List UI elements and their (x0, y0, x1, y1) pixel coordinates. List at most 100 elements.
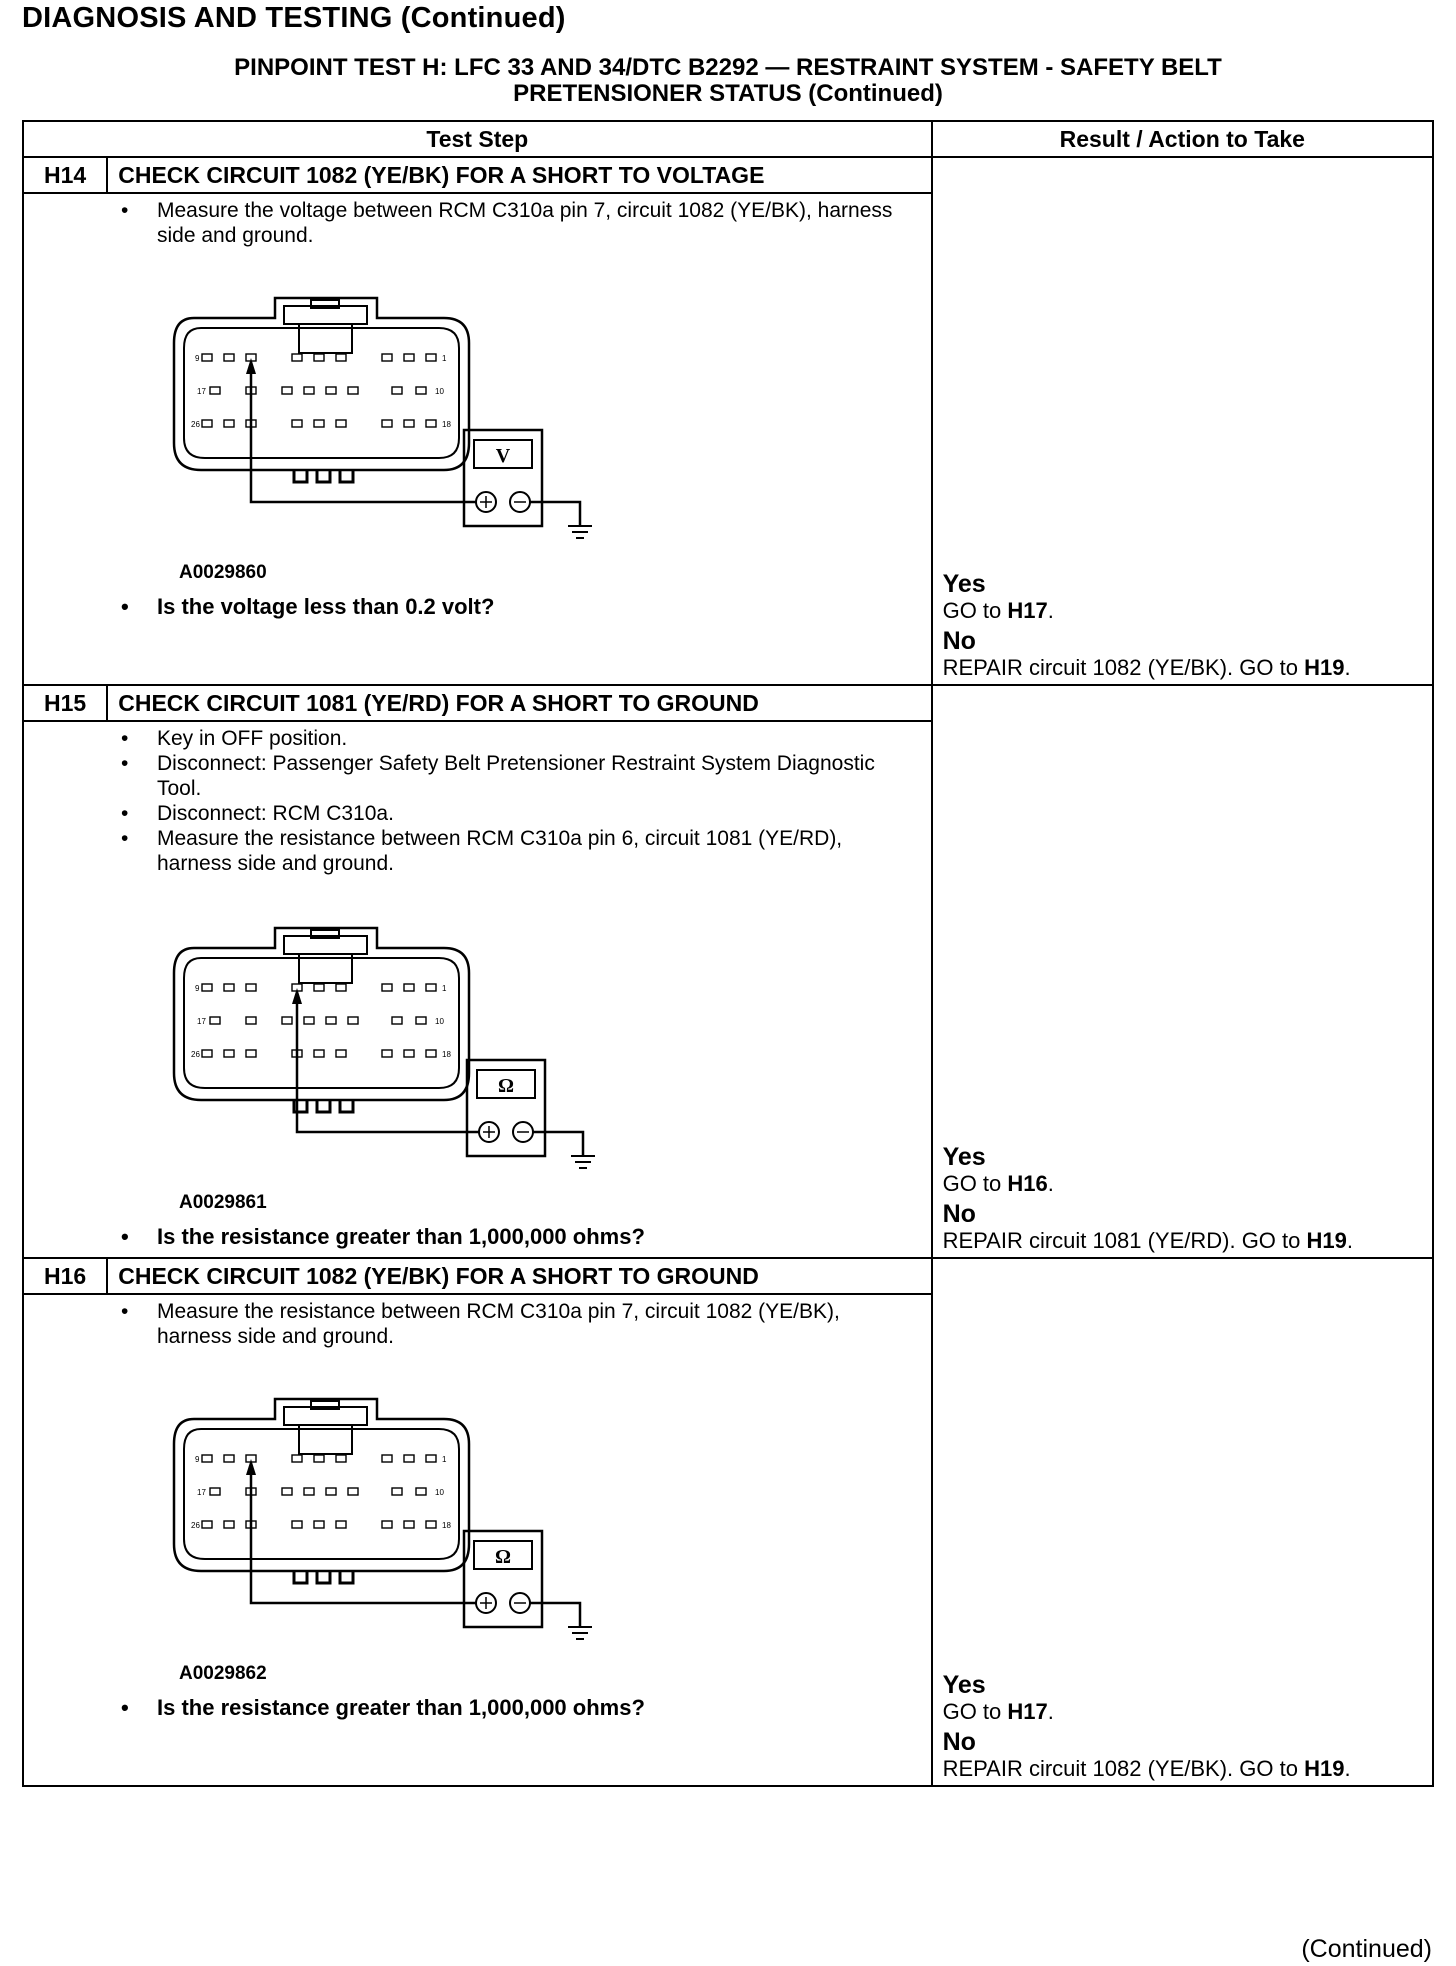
step-content-row: Measure the voltage between RCM C310a pi… (22, 192, 1433, 686)
pin-cavity (381, 419, 393, 428)
test-title-line-2: PRETENSIONER STATUS (Continued) (513, 80, 943, 107)
no-action-end: . (1346, 1228, 1353, 1253)
ground-symbol (571, 1155, 595, 1169)
ohm-symbol: Ω (495, 1546, 511, 1568)
no-action-text: REPAIR circuit 1082 (YE/BK). GO to (942, 1756, 1305, 1781)
pin-cavity (291, 353, 303, 362)
pin-number-label: 26 (191, 1050, 200, 1059)
pin-cavity (313, 1049, 325, 1058)
instruction-item: Disconnect: RCM C310a. (121, 801, 931, 826)
step-content-row: Key in OFF position. Disconnect: Passeng… (22, 720, 1433, 1259)
negative-lead (530, 500, 582, 526)
pin-cavity (201, 1454, 213, 1463)
pin-cavity (209, 1016, 221, 1025)
pin-cavity (415, 1487, 427, 1496)
pin-cavity (391, 386, 403, 395)
pin-cavity (425, 1454, 437, 1463)
step-title: CHECK CIRCUIT 1082 (YE/BK) FOR A SHORT T… (106, 156, 933, 194)
result-no-label: No (942, 1728, 976, 1756)
yes-action-text: GO to (942, 598, 1008, 623)
instruction-item: Key in OFF position. (121, 726, 931, 751)
result-box: Yes GO to H17. No REPAIR circuit 1082 (Y… (942, 571, 1351, 681)
pin-number-label: 10 (435, 1488, 444, 1497)
pin-number-label: 9 (195, 354, 200, 363)
pin-number-label: 18 (442, 1050, 451, 1059)
latch-slot (298, 954, 353, 984)
pin-cavity (209, 386, 221, 395)
no-action-end: . (1344, 655, 1351, 680)
figure-code: A0029862 (179, 1663, 267, 1684)
pin-cavity (281, 1016, 293, 1025)
pin-cavity (223, 1454, 235, 1463)
yes-action-end: . (1047, 1699, 1054, 1724)
pin-cavity (381, 353, 393, 362)
ground-symbol (568, 1626, 592, 1640)
pin-number-label: 18 (442, 1521, 451, 1530)
meter-body (465, 1058, 547, 1158)
pin-cavity (201, 1520, 213, 1529)
pin-cavity (291, 419, 303, 428)
result-box: Yes GO to H16. No REPAIR circuit 1081 (Y… (942, 1144, 1353, 1254)
pin-cavity (391, 1016, 403, 1025)
pin-cavity (313, 353, 325, 362)
pin-cavity (291, 1454, 303, 1463)
result-no-action: REPAIR circuit 1081 (YE/RD). GO to H19. (943, 1228, 1353, 1253)
no-action-target: H19 (1306, 1228, 1347, 1253)
step-instructions: Key in OFF position. Disconnect: Passeng… (24, 726, 931, 876)
pin-cavity (201, 983, 213, 992)
pin-cavity (201, 419, 213, 428)
step-title: CHECK CIRCUIT 1082 (YE/BK) FOR A SHORT T… (106, 1257, 933, 1295)
connector-keys (292, 1100, 355, 1114)
pin-cavity (381, 1454, 393, 1463)
pin-number-label: 9 (195, 1455, 200, 1464)
result-yes-label: Yes (942, 1671, 986, 1699)
pin-cavity (325, 1016, 337, 1025)
yes-action-text: GO to (942, 1699, 1008, 1724)
pin-cavity (347, 1016, 359, 1025)
no-action-target: H19 (1304, 1756, 1345, 1781)
step-title-row: H15 CHECK CIRCUIT 1081 (YE/RD) FOR A SHO… (21, 684, 1435, 1259)
pin-number-label: 17 (197, 387, 206, 396)
pin-cavity (313, 983, 325, 992)
connector-housing (172, 296, 471, 472)
pin-number-label: 17 (197, 1017, 206, 1026)
section-heading: DIAGNOSIS AND TESTING (Continued) (22, 2, 566, 34)
no-action-text: REPAIR circuit 1081 (YE/RD). GO to (942, 1228, 1307, 1253)
no-action-target: H19 (1304, 655, 1345, 680)
pin-cavity (335, 353, 347, 362)
pin-cavity (245, 1049, 257, 1058)
result-cell: Yes GO to H16. No REPAIR circuit 1081 (Y… (930, 684, 1435, 1259)
step-question: Is the voltage less than 0.2 volt? (24, 594, 931, 619)
connector-housing (172, 926, 471, 1102)
result-no-action: REPAIR circuit 1082 (YE/BK). GO to H19. (943, 655, 1351, 680)
result-no-label: No (942, 1200, 976, 1228)
yes-action-end: . (1047, 1171, 1054, 1196)
result-cell: Yes GO to H17. No REPAIR circuit 1082 (Y… (930, 1257, 1435, 1787)
yes-action-target: H17 (1007, 598, 1048, 623)
pin-cavity (425, 1520, 437, 1529)
pin-cavity (381, 983, 393, 992)
figure-code: A0029860 (179, 562, 267, 583)
pin-cavity (335, 1454, 347, 1463)
pin-cavity (245, 1016, 257, 1025)
pin-cavity (381, 1520, 393, 1529)
step-content-row: Measure the resistance between RCM C310a… (22, 1293, 1433, 1787)
pin-cavity (201, 1049, 213, 1058)
pin-number-label: 10 (435, 1017, 444, 1026)
step-title-row: H16 CHECK CIRCUIT 1082 (YE/BK) FOR A SHO… (21, 1257, 1435, 1787)
jack-signs (480, 1597, 526, 1609)
pin-cavity (403, 983, 415, 992)
pin-cavity (381, 1049, 393, 1058)
pin-cavity (223, 1049, 235, 1058)
pin-cavity (425, 1049, 437, 1058)
meter-display (476, 1069, 536, 1099)
instruction-item: Measure the resistance between RCM C310a… (121, 826, 931, 876)
test-title-line-1: PINPOINT TEST H: LFC 33 AND 34/DTC B2292… (234, 54, 1222, 81)
pin-cavity (281, 1487, 293, 1496)
probe-tip (292, 988, 302, 1004)
result-no-label: No (942, 627, 976, 655)
pin-cavity (425, 353, 437, 362)
connector-keys (292, 470, 355, 484)
